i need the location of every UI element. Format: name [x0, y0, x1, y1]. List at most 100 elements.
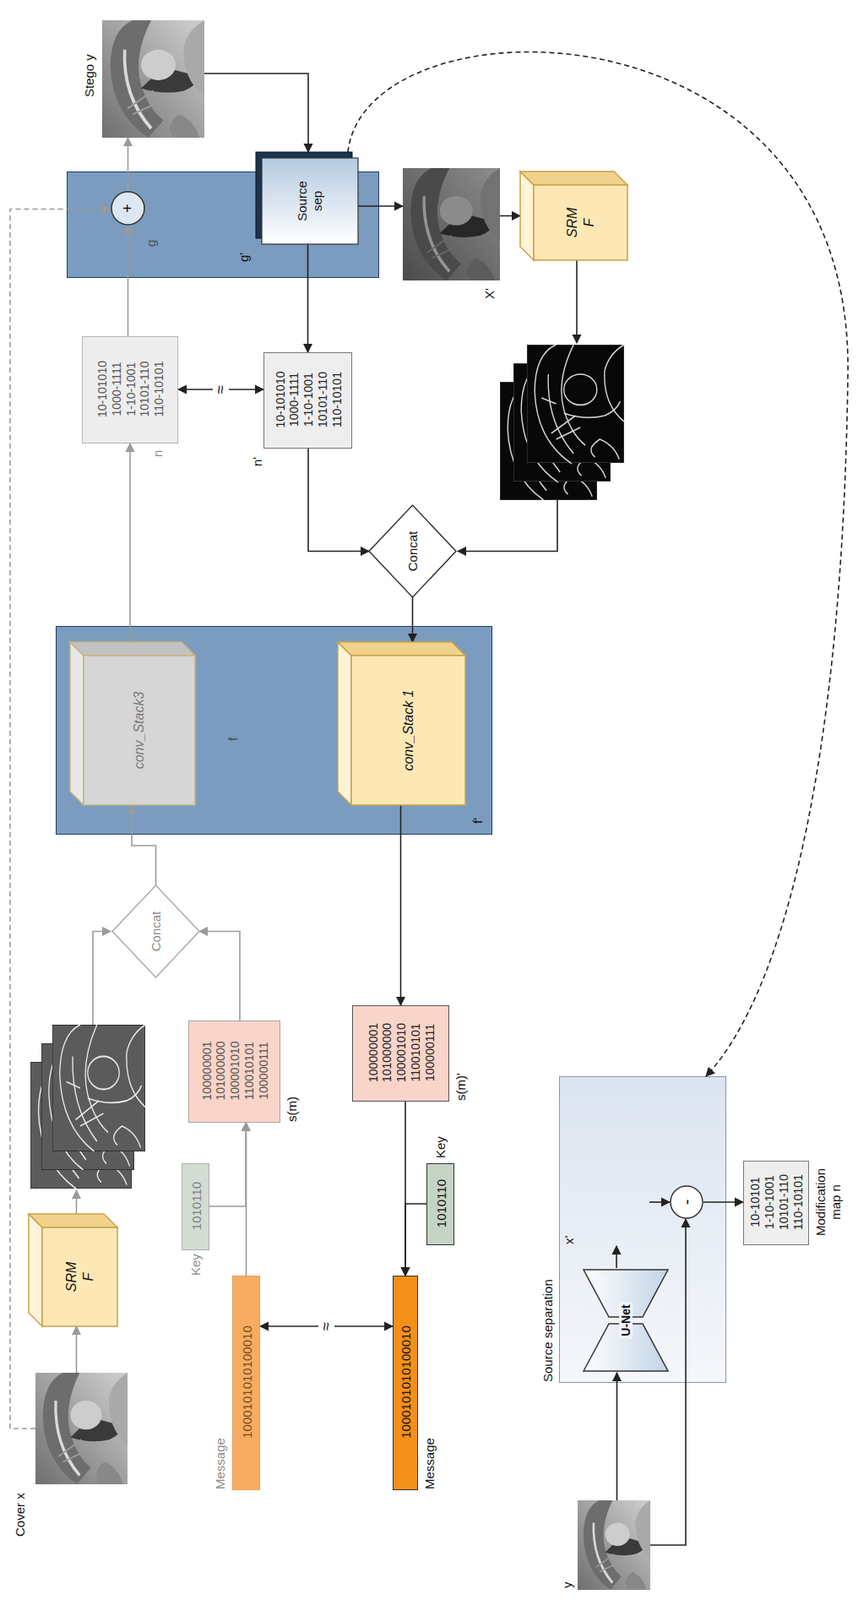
- secret-matrix-text: s(m)': [453, 1072, 469, 1101]
- add-circle-text: +: [119, 203, 138, 213]
- embedding-band-text: g': [236, 252, 252, 262]
- cover-estimate-image-face: [402, 168, 500, 281]
- connector-arrow: [615, 1245, 618, 1268]
- source-separation-panel-text: Source separation: [540, 1278, 556, 1382]
- modification-map: 10-101010 1000-1111 1-10-1001 10101-110 …: [81, 336, 179, 444]
- srm-filter-text: SRM F: [63, 1259, 96, 1293]
- message-bar-text: 1000101010100010: [239, 1325, 256, 1438]
- stego-image: Stego y: [102, 20, 205, 138]
- encoder-band-text: f': [470, 817, 486, 824]
- source-separation-box-face: Source sep: [261, 157, 359, 245]
- key-box-text: Key: [188, 1253, 204, 1276]
- message-bar-text: 1000101010100010: [398, 1325, 414, 1438]
- connector-arrow: [400, 804, 402, 1005]
- cover-estimate-image-text: X': [482, 287, 498, 299]
- residual-stack: [30, 1024, 146, 1189]
- concat-diamond-text: Concat: [148, 911, 164, 952]
- connector-arrow: [127, 225, 130, 337]
- cover-estimate-image-text: x': [561, 1235, 577, 1244]
- modification-map: 10-10101 1-10-1001 10101-110 110-10101Mo…: [743, 1160, 810, 1245]
- modification-map-text: n: [150, 450, 166, 457]
- connector-arrow: [649, 1200, 670, 1203]
- message-bar-face: 1000101010100010: [393, 1274, 419, 1489]
- key-box-text: Key: [433, 1135, 449, 1158]
- stego-image-face: [102, 20, 205, 138]
- connector-arrow: [703, 1200, 744, 1203]
- approx-label: ≈: [318, 1319, 336, 1333]
- cover-photo: [35, 1372, 128, 1484]
- secret-matrix-text: s(m): [284, 1096, 300, 1122]
- stego-photo: [577, 1499, 651, 1590]
- stego-image-text: Stego y: [81, 54, 98, 98]
- modification-map-face: 10-101010 1000-1111 1-10-1001 10101-110 …: [82, 335, 180, 443]
- source-separation-box-text: Source sep: [294, 179, 326, 223]
- key-box: 1010110Key: [426, 1162, 455, 1245]
- add-circle-face: +: [110, 190, 146, 226]
- stego-image-text: y: [559, 1581, 576, 1589]
- approx-label: ≈: [212, 382, 230, 397]
- secret-matrix-text: 100000001 101000000 100001010 110010101 …: [200, 1039, 272, 1103]
- srm-filter-face: SRM F: [42, 1227, 118, 1326]
- srm-filter: SRM F: [28, 1213, 118, 1326]
- modification-map-text: 10-10101 1-10-1001 10101-110 110-10101: [748, 1172, 805, 1232]
- stego-image-face: [577, 1499, 651, 1590]
- unet-network: U-Net: [583, 1267, 668, 1373]
- estimate-shade: [402, 168, 500, 281]
- cover-image-text: Cover x: [12, 1492, 28, 1537]
- connector-arrow: [209, 1122, 246, 1206]
- concat-diamond-face: Concat: [112, 885, 200, 978]
- conv-stack: conv_Stack3: [70, 641, 196, 805]
- flow-arrow: [76, 1189, 78, 1214]
- subtract-circle: -: [669, 1184, 704, 1219]
- connector-arrow: [412, 597, 414, 642]
- cover-estimate-image-face: [578, 1157, 650, 1246]
- modification-map: 10-101010 1000-1111 1-10-1001 10101-110 …: [263, 352, 353, 449]
- connector-arrow: [358, 205, 403, 207]
- modification-map-text: 10-101010 1000-1111 1-10-1001 10101-110 …: [95, 359, 167, 419]
- conv-stack-face: conv_Stack3: [83, 655, 196, 805]
- cover-image-face: [35, 1372, 128, 1484]
- encoder-band-text: f: [225, 737, 241, 741]
- connector-arrow: [308, 448, 370, 552]
- srm-filter-face: SRM F: [533, 184, 628, 261]
- modification-map-text: n': [249, 456, 266, 467]
- cover-estimate-image: X': [402, 168, 500, 281]
- srm-filter-text: SRM F: [564, 206, 597, 239]
- stego-photo: [102, 20, 205, 138]
- connector-arrow: [199, 931, 240, 1021]
- srm-filter: SRM F: [520, 171, 628, 261]
- connector-arrow: [405, 1203, 427, 1276]
- key-box-face: 1010110: [182, 1162, 211, 1249]
- concat-diamond: Concat: [112, 885, 200, 978]
- secret-matrix-face: 100000001 101000000 100001010 110010101 …: [352, 1004, 451, 1101]
- estimate-photo: [402, 168, 500, 281]
- conv-stack: conv_Stack 1: [337, 641, 466, 805]
- unet-network-text: U-Net: [619, 1301, 634, 1338]
- subtract-circle-face: -: [669, 1184, 704, 1219]
- add-circle: +: [110, 190, 146, 226]
- source-separation-panel: Source separationU-Netx'-: [559, 1075, 727, 1383]
- stego-image: y: [577, 1499, 651, 1590]
- unet-network-face: U-Net: [583, 1267, 668, 1373]
- modification-map-text: Modification map n: [813, 1154, 844, 1249]
- connector-arrow: [650, 1218, 686, 1545]
- conv-stack-text: conv_Stack 1: [400, 689, 417, 771]
- modification-map-text: 10-101010 1000-1111 1-10-1001 10101-110 …: [273, 369, 345, 429]
- connector-arrow: [347, 52, 848, 1076]
- key-box-face: 1010110: [427, 1162, 456, 1244]
- secret-matrix-text: 100000001 101000000 100001010 110010101 …: [366, 1020, 438, 1084]
- cover-estimate-image: x': [578, 1157, 650, 1246]
- residual-stack: [499, 344, 625, 500]
- encoder-band: f f' conv_Stack3 conv_Stack 1: [55, 625, 493, 835]
- cover-image: Cover x: [35, 1372, 128, 1484]
- key-box-text: 1010110: [189, 1181, 205, 1230]
- conv-stack-face: conv_Stack 1: [351, 655, 466, 805]
- key-box-text: 1010110: [434, 1178, 450, 1228]
- connector-arrow: [499, 215, 521, 218]
- embedding-band: gg'+Source sep: [66, 171, 380, 278]
- conv-stack-text: conv_Stack3: [130, 691, 147, 770]
- connector-arrow: [127, 137, 130, 191]
- secret-matrix: 100000001 101000000 100001010 110010101 …: [352, 1004, 450, 1102]
- connector-arrow: [616, 1372, 619, 1500]
